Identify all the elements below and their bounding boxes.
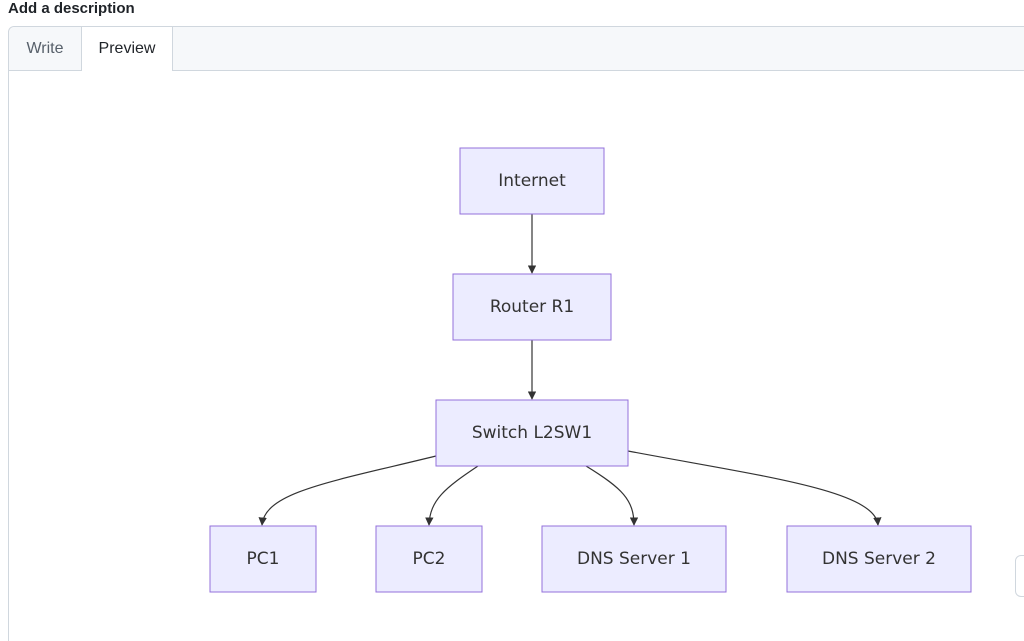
- node-label: PC1: [247, 549, 280, 569]
- node-label: Internet: [498, 171, 566, 191]
- node-label: DNS Server 1: [577, 549, 691, 569]
- tab-preview[interactable]: Preview: [81, 27, 173, 71]
- node-label: Switch L2SW1: [472, 423, 592, 443]
- node-pc1: PC1: [209, 525, 317, 593]
- node-label: PC2: [413, 549, 446, 569]
- diagram-controls-button[interactable]: [1015, 555, 1024, 597]
- node-internet: Internet: [459, 147, 605, 215]
- editor-tabbar: Write Preview: [9, 27, 1024, 71]
- edge-switch-pc2: [425, 465, 479, 526]
- edge-switch-dns2: [627, 450, 882, 526]
- section-title: Add a description: [8, 0, 135, 17]
- node-dns-server-2: DNS Server 2: [786, 525, 972, 593]
- edge-switch-dns1: [585, 465, 639, 526]
- node-switch: Switch L2SW1: [435, 399, 629, 467]
- tab-write[interactable]: Write: [26, 40, 64, 57]
- node-dns-server-1: DNS Server 1: [541, 525, 727, 593]
- node-pc2: PC2: [375, 525, 483, 593]
- edge-switch-pc1: [258, 455, 437, 526]
- node-label: DNS Server 2: [822, 549, 936, 569]
- node-label: Router R1: [490, 297, 574, 317]
- node-router: Router R1: [452, 273, 612, 341]
